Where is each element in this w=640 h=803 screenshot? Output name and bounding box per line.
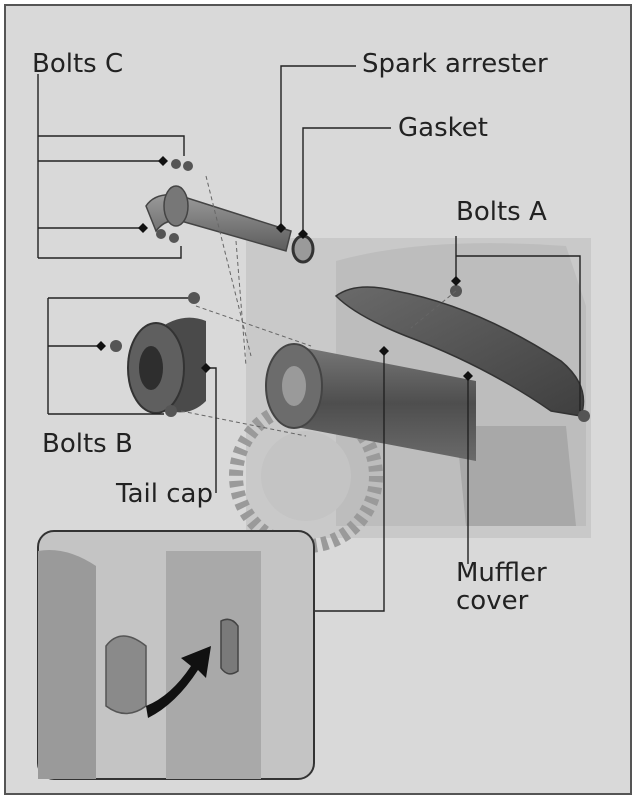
label-spark-arrester: Spark arrester — [362, 49, 548, 79]
leader-diamonds — [96, 156, 473, 381]
diagram-frame: Bolts C Spark arrester Gasket Bolts A Bo… — [4, 4, 632, 795]
label-bolts-a: Bolts A — [456, 197, 547, 227]
spark-arrester-part — [145, 185, 292, 252]
tail-cap-part — [127, 317, 206, 414]
exploded-view-illustration — [37, 65, 591, 780]
inset-detail-view — [37, 530, 315, 780]
alignment-lines — [180, 175, 457, 437]
label-gasket: Gasket — [398, 113, 488, 143]
label-muffler-cover-line2: cover — [456, 586, 529, 616]
bolt-markers — [110, 159, 590, 422]
gasket-part — [291, 234, 315, 264]
leader-lines — [37, 65, 581, 612]
arrow-icon — [146, 646, 211, 718]
label-bolts-b: Bolts B — [42, 429, 133, 459]
label-bolts-c: Bolts C — [32, 49, 124, 79]
label-muffler-cover: Muffler cover — [456, 559, 547, 615]
label-tail-cap: Tail cap — [116, 479, 213, 509]
muffler-cover-part — [334, 286, 585, 417]
label-muffler-cover-line1: Muffler — [456, 558, 547, 588]
